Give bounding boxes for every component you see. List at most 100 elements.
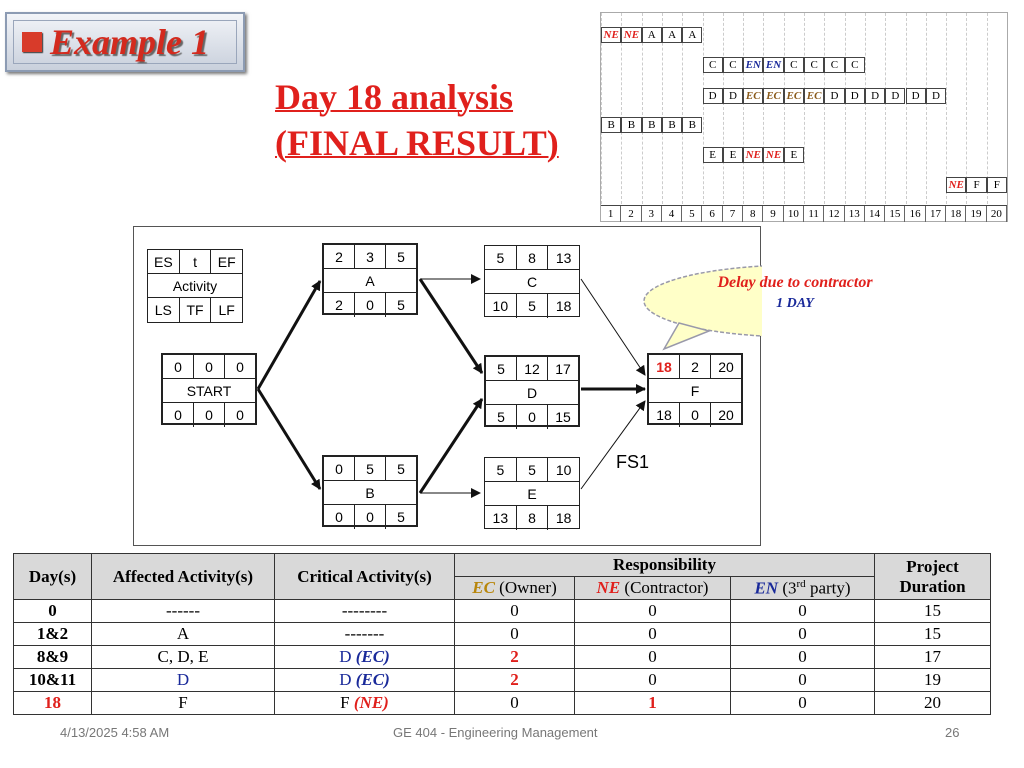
en-sup: rd xyxy=(796,577,806,590)
network-arrows xyxy=(256,265,762,498)
d-t: 12 xyxy=(516,357,548,380)
table-row: 8&9 C, D, E D (EC) 2 0 0 17 xyxy=(13,645,991,669)
e-tf: 8 xyxy=(515,506,549,530)
day-label: 18 xyxy=(946,206,967,222)
start-t: 0 xyxy=(193,355,225,378)
bar-cell: D xyxy=(885,88,906,104)
bar-cell: A xyxy=(682,27,703,43)
cell-day: 8&9 xyxy=(13,645,92,669)
bar-cell: E xyxy=(783,147,804,163)
a-t: 3 xyxy=(354,245,386,268)
cell-ec: 0 xyxy=(454,691,575,715)
grid-line xyxy=(864,13,866,204)
bar-cell: D xyxy=(925,88,947,104)
en-label-b: party) xyxy=(805,578,851,598)
header-en: EN (3rd party) xyxy=(730,576,875,600)
grid-line xyxy=(661,13,663,204)
table-row: 1&2 A ------- 0 0 0 15 xyxy=(13,622,991,646)
day-label: 7 xyxy=(723,206,744,222)
day-label: 15 xyxy=(885,206,906,222)
header-critical: Critical Activity(s) xyxy=(274,553,455,600)
cell-ne: 1 xyxy=(574,691,731,715)
grid-line xyxy=(966,13,968,204)
c-label: C xyxy=(526,273,538,290)
cell-critical: F (NE) xyxy=(274,691,455,715)
grid-line xyxy=(844,13,846,204)
header-duration: Duration xyxy=(899,576,966,596)
day-label: 13 xyxy=(845,206,865,222)
grid-line xyxy=(601,13,602,204)
day-label: 14 xyxy=(865,206,886,222)
day-label: 8 xyxy=(743,206,764,222)
a-ef: 5 xyxy=(397,249,405,265)
a-tf: 0 xyxy=(354,293,386,317)
start-tf: 0 xyxy=(193,403,225,427)
cell-en: 0 xyxy=(730,599,875,623)
legend-node: ES t EF Activity LS TF LF xyxy=(147,249,243,323)
b-tf: 0 xyxy=(354,505,386,529)
callout-text-delay: Delay due to contractor xyxy=(717,274,873,291)
arrow-c-f xyxy=(580,278,646,376)
critical-name: F xyxy=(340,693,350,712)
grid-line xyxy=(621,13,623,204)
critical-tag: (EC) xyxy=(355,670,390,689)
table-row: 10&11 D D (EC) 2 0 0 19 xyxy=(13,668,991,692)
day-label: 16 xyxy=(906,206,926,222)
c-es: 5 xyxy=(496,250,505,266)
day-label: 4 xyxy=(662,206,683,222)
cell-critical: -------- xyxy=(274,599,455,623)
day-label: 1 xyxy=(601,206,622,222)
cell-day: 0 xyxy=(13,599,92,623)
a-label: A xyxy=(365,272,375,289)
table-row: 0 ------ -------- 0 0 0 15 xyxy=(13,599,991,623)
table-row: 18 F F (NE) 0 1 0 20 xyxy=(13,691,991,715)
cell-ec: 2 xyxy=(454,645,575,669)
bar-cell: D xyxy=(844,88,865,104)
cell-day: 18 xyxy=(13,691,92,715)
bar-cell: NE xyxy=(763,147,784,163)
start-es: 0 xyxy=(174,359,182,375)
e-t: 5 xyxy=(515,458,549,481)
d-es: 5 xyxy=(497,361,505,377)
start-lf: 0 xyxy=(236,407,244,423)
a-es: 2 xyxy=(335,249,343,265)
bar-cell: E xyxy=(702,147,723,163)
day-label: 20 xyxy=(987,206,1007,222)
arrow-start-b xyxy=(256,388,322,490)
f-tf: 0 xyxy=(679,403,711,427)
en-code: EN xyxy=(754,578,779,598)
cell-affected: F xyxy=(91,691,275,715)
b-lf: 5 xyxy=(397,509,405,525)
grid-line xyxy=(925,13,927,204)
footer-date: 4/13/2025 4:58 AM xyxy=(60,725,170,740)
day-label: 11 xyxy=(804,206,825,222)
bar-cell: EN xyxy=(763,57,784,73)
e-label: E xyxy=(527,485,537,502)
cell-critical: D (EC) xyxy=(274,668,455,692)
d-tf: 0 xyxy=(516,405,548,429)
d-label: D xyxy=(526,384,538,401)
cell-affected: ------ xyxy=(91,599,275,623)
e-lf: 18 xyxy=(555,510,572,526)
e-ef: 10 xyxy=(555,462,572,478)
c-lf: 18 xyxy=(555,298,572,314)
day-label: 2 xyxy=(621,206,642,222)
b-ls: 0 xyxy=(335,509,343,525)
critical-tag: (EC) xyxy=(355,647,390,666)
bar-cell: D xyxy=(905,88,926,104)
f-t: 2 xyxy=(679,355,711,378)
bar-cell: B xyxy=(661,117,683,133)
ec-label: (Owner) xyxy=(494,578,557,597)
bar-cell: A xyxy=(661,27,683,43)
bar-cell: C xyxy=(844,57,865,73)
cell-en: 0 xyxy=(730,622,875,646)
cell-day: 1&2 xyxy=(13,622,92,646)
bar-cell: C xyxy=(824,57,845,73)
bar-cell: B xyxy=(641,117,662,133)
